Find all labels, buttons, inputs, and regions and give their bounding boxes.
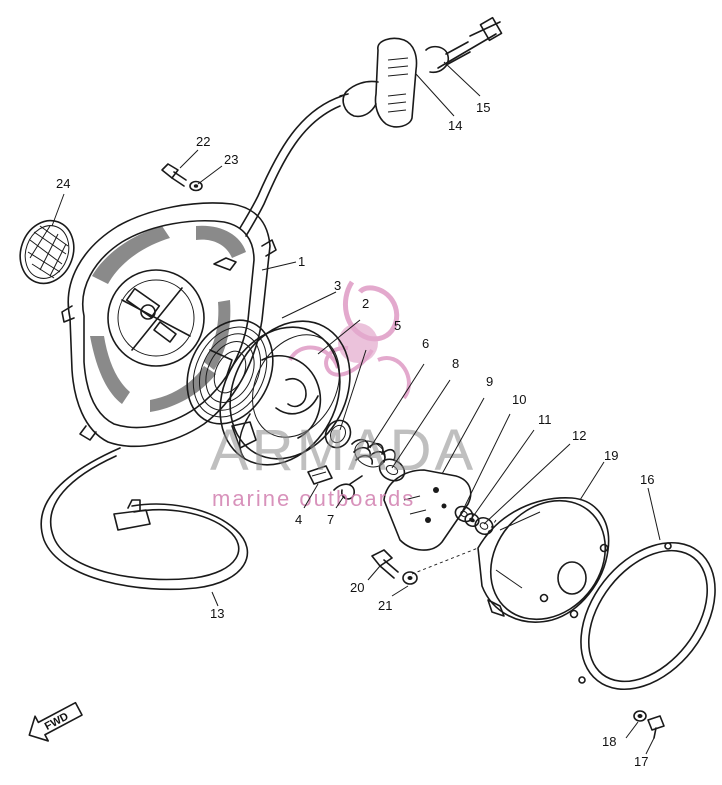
cable-stop-part-15	[425, 16, 503, 74]
gasket-part-16	[578, 541, 716, 691]
callout-17: 17	[634, 754, 648, 769]
forward-arrow-icon: FWD	[28, 701, 83, 742]
callout-16: 16	[640, 472, 654, 487]
assembly-line-1	[411, 547, 479, 575]
callout-labels: 1 2 3 4 5 6 7 8 9 10 11 12 13 14 15 16 1…	[56, 100, 654, 769]
callout-7: 7	[327, 512, 334, 527]
callout-9: 9	[486, 374, 493, 389]
screw-part-17	[647, 715, 665, 739]
watermark-tagline: marine outboards	[212, 486, 415, 511]
callout-2: 2	[362, 296, 369, 311]
callout-21: 21	[378, 598, 392, 613]
callout-11: 11	[538, 412, 552, 427]
bolt-part-20	[371, 549, 399, 579]
callout-13: 13	[210, 606, 224, 621]
rope-loop-part-13	[40, 447, 249, 591]
fwd-label: FWD	[43, 710, 71, 732]
callout-1: 1	[298, 254, 305, 269]
ratchet-plate-part-9	[383, 469, 472, 551]
recoil-spring-part-3	[186, 319, 274, 425]
callout-6: 6	[422, 336, 429, 351]
starter-handle-part-14	[339, 37, 418, 128]
callout-3: 3	[334, 278, 341, 293]
watermark-brand: ARMADA	[210, 418, 476, 483]
callout-4: 4	[295, 512, 302, 527]
washer-part-21	[402, 571, 418, 585]
cover-cup-part-19	[477, 497, 610, 623]
callout-22: 22	[196, 134, 210, 149]
callout-19: 19	[604, 448, 618, 463]
pawl-part-4	[307, 465, 333, 485]
callout-15: 15	[476, 100, 490, 115]
pulley-drum-part-2	[219, 320, 351, 466]
callout-8: 8	[452, 356, 459, 371]
watermark-logo	[288, 280, 411, 400]
washer-part-18	[633, 710, 647, 722]
callout-18: 18	[602, 734, 616, 749]
callout-24: 24	[56, 176, 70, 191]
callout-14: 14	[448, 118, 462, 133]
starter-rope-2	[245, 105, 341, 237]
washer-part-23	[189, 180, 203, 192]
callout-23: 23	[224, 152, 238, 167]
ring-part-5	[324, 419, 352, 449]
callout-20: 20	[350, 580, 364, 595]
grille-cap-part-24	[19, 219, 75, 285]
callout-12: 12	[572, 428, 586, 443]
spring-part-6	[351, 438, 396, 468]
screw-part-22	[161, 163, 187, 187]
starter-housing-part-1	[61, 202, 277, 448]
leader-lines	[51, 61, 661, 755]
callout-10: 10	[512, 392, 526, 407]
starter-rope	[239, 95, 343, 229]
callout-5: 5	[394, 318, 401, 333]
